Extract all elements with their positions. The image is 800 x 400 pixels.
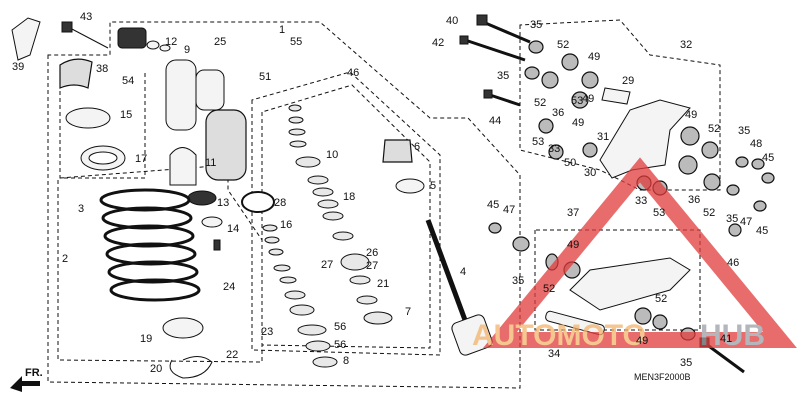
part-callout-46: 46 <box>727 257 739 269</box>
part-callout-40: 40 <box>446 15 458 27</box>
part-callout-44: 44 <box>489 115 501 127</box>
part-callout-35: 35 <box>738 125 750 137</box>
part-callout-52: 52 <box>655 293 667 305</box>
main-spring <box>99 188 201 302</box>
damper-parts <box>262 104 493 368</box>
part-callout-2: 2 <box>62 253 68 265</box>
part-callout-1: 1 <box>279 24 285 36</box>
part-callout-24: 24 <box>223 281 235 293</box>
part-callout-18: 18 <box>343 191 355 203</box>
watermark-word-a: AUTOMOTO <box>472 319 646 352</box>
part-callout-3: 3 <box>78 203 84 215</box>
part-callout-33: 33 <box>548 143 560 155</box>
part-callout-38: 38 <box>96 63 108 75</box>
part-callout-8: 8 <box>343 355 349 367</box>
part-callout-32: 32 <box>680 39 692 51</box>
part-callout-45: 45 <box>762 152 774 164</box>
front-direction-label: FR. <box>25 367 43 379</box>
part-callout-52: 52 <box>534 97 546 109</box>
part-callout-53: 53 <box>571 95 583 107</box>
watermark-word-b: HUB <box>700 319 765 352</box>
part-callout-27: 27 <box>366 260 378 272</box>
part-callout-7: 7 <box>405 306 411 318</box>
part-callout-37: 37 <box>567 207 579 219</box>
part-callout-30: 30 <box>584 167 596 179</box>
part-callout-35: 35 <box>726 213 738 225</box>
part-callout-15: 15 <box>120 109 132 121</box>
part-callout-53: 53 <box>653 207 665 219</box>
part-callout-35: 35 <box>497 70 509 82</box>
part-callout-19: 19 <box>140 333 152 345</box>
part-callout-54: 54 <box>122 75 134 87</box>
part-callout-14: 14 <box>227 223 239 235</box>
part-callout-55: 55 <box>290 36 302 48</box>
part-callout-42: 42 <box>432 37 444 49</box>
part-callout-12: 12 <box>165 36 177 48</box>
part-callout-49: 49 <box>685 109 697 121</box>
part-callout-49: 49 <box>588 51 600 63</box>
part-callout-49: 49 <box>582 93 594 105</box>
part-callout-45: 45 <box>487 199 499 211</box>
part-callout-27: 27 <box>321 259 333 271</box>
part-callout-36: 36 <box>688 194 700 206</box>
part-callout-6: 6 <box>414 141 420 153</box>
part-callout-13: 13 <box>217 197 229 209</box>
part-callout-10: 10 <box>326 149 338 161</box>
shock-absorber-parts <box>11 17 275 379</box>
part-callout-9: 9 <box>184 44 190 56</box>
part-callout-50: 50 <box>564 157 576 169</box>
part-callout-51: 51 <box>259 71 271 83</box>
part-callout-4: 4 <box>460 266 466 278</box>
part-callout-52: 52 <box>708 123 720 135</box>
part-callout-52: 52 <box>557 39 569 51</box>
part-callout-49: 49 <box>636 335 648 347</box>
part-callout-48: 48 <box>750 138 762 150</box>
part-callout-52: 52 <box>703 207 715 219</box>
front-arrow-icon: FR. <box>10 367 43 392</box>
part-callout-5: 5 <box>430 180 436 192</box>
part-callout-21: 21 <box>377 278 389 290</box>
part-callout-49: 49 <box>567 239 579 251</box>
part-callout-47: 47 <box>503 204 515 216</box>
part-callout-11: 11 <box>205 157 216 169</box>
part-callout-25: 25 <box>214 36 226 48</box>
part-callout-34: 34 <box>548 348 560 360</box>
linkage-parts <box>459 14 775 374</box>
part-callout-29: 29 <box>622 75 634 87</box>
part-callout-26: 26 <box>366 247 378 259</box>
watermark: AUTOMOTO HUB <box>472 157 797 352</box>
part-callout-20: 20 <box>150 363 162 375</box>
part-callout-46: 46 <box>347 67 359 79</box>
part-callout-49: 49 <box>572 117 584 129</box>
part-callout-16: 16 <box>280 219 292 231</box>
part-callout-22: 22 <box>226 349 238 361</box>
part-callout-31: 31 <box>597 131 609 143</box>
part-callout-35: 35 <box>512 275 524 287</box>
part-callout-28: 28 <box>274 197 286 209</box>
part-callout-39: 39 <box>12 61 24 73</box>
part-callout-56: 56 <box>334 321 346 333</box>
part-callout-52: 52 <box>543 283 555 295</box>
part-callout-35: 35 <box>530 19 542 31</box>
part-callout-56: 56 <box>334 339 346 351</box>
part-callout-41: 41 <box>720 333 732 345</box>
diagram-code: MEN3F2000B <box>634 372 691 382</box>
watermark-triangle <box>483 157 797 348</box>
part-callout-43: 43 <box>80 11 92 23</box>
part-callout-17: 17 <box>135 153 147 165</box>
part-callout-23: 23 <box>261 326 273 338</box>
part-callout-35: 35 <box>680 357 692 369</box>
part-callout-53: 53 <box>532 136 544 148</box>
part-callout-33: 33 <box>635 195 647 207</box>
part-callout-45: 45 <box>756 225 768 237</box>
part-callout-47: 47 <box>740 216 752 228</box>
part-callout-36: 36 <box>552 107 564 119</box>
